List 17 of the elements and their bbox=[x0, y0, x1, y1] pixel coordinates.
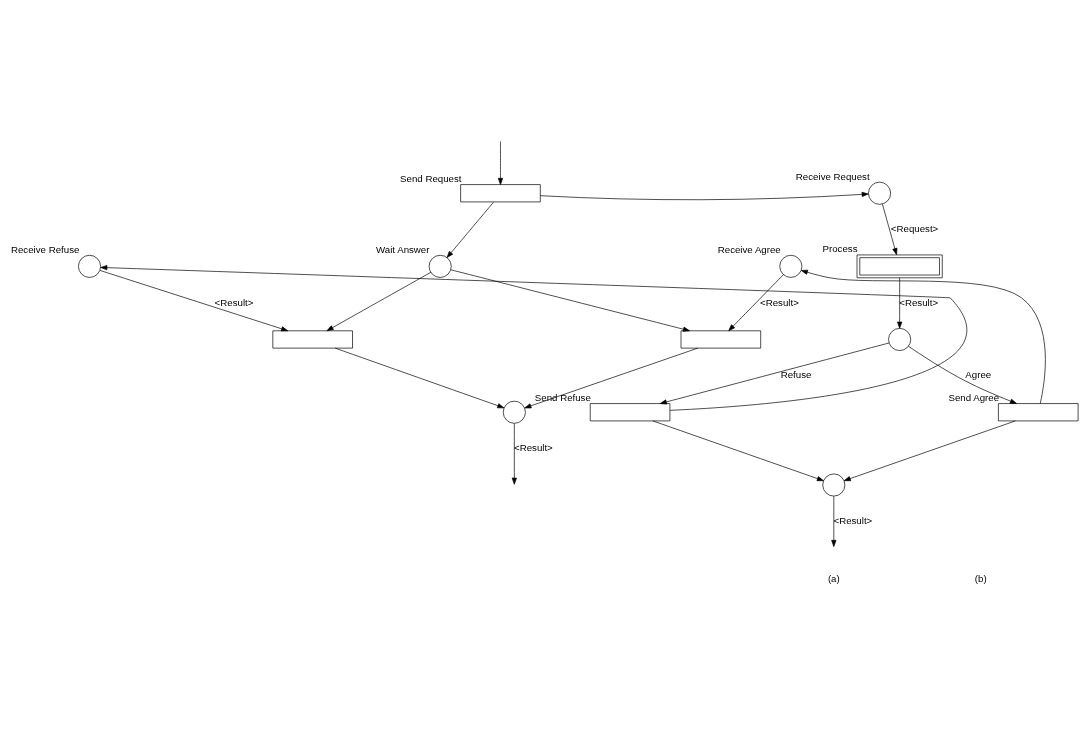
edge-label: <Result> bbox=[833, 514, 873, 526]
label: (b) bbox=[974, 573, 987, 585]
node-label: Receive Agree bbox=[717, 243, 781, 255]
edge-label: Agree bbox=[965, 369, 992, 381]
node-label: Receive Request bbox=[795, 170, 870, 182]
edge-label: <Result> bbox=[214, 296, 254, 308]
node-label: Send Agree bbox=[948, 391, 1000, 403]
node-label: Wait Answer bbox=[376, 243, 430, 255]
node-label: Process bbox=[822, 243, 858, 255]
edge-label: Refuse bbox=[780, 369, 812, 381]
node-label: Receive Refuse bbox=[10, 243, 80, 255]
edge-label: <Request> bbox=[890, 223, 939, 235]
node-label: Send Request bbox=[400, 172, 462, 184]
label: (a) bbox=[827, 573, 840, 585]
node-label: Send Refuse bbox=[534, 391, 591, 403]
edge-label: <Result> bbox=[899, 296, 939, 308]
edge-label: <Result> bbox=[760, 296, 799, 308]
